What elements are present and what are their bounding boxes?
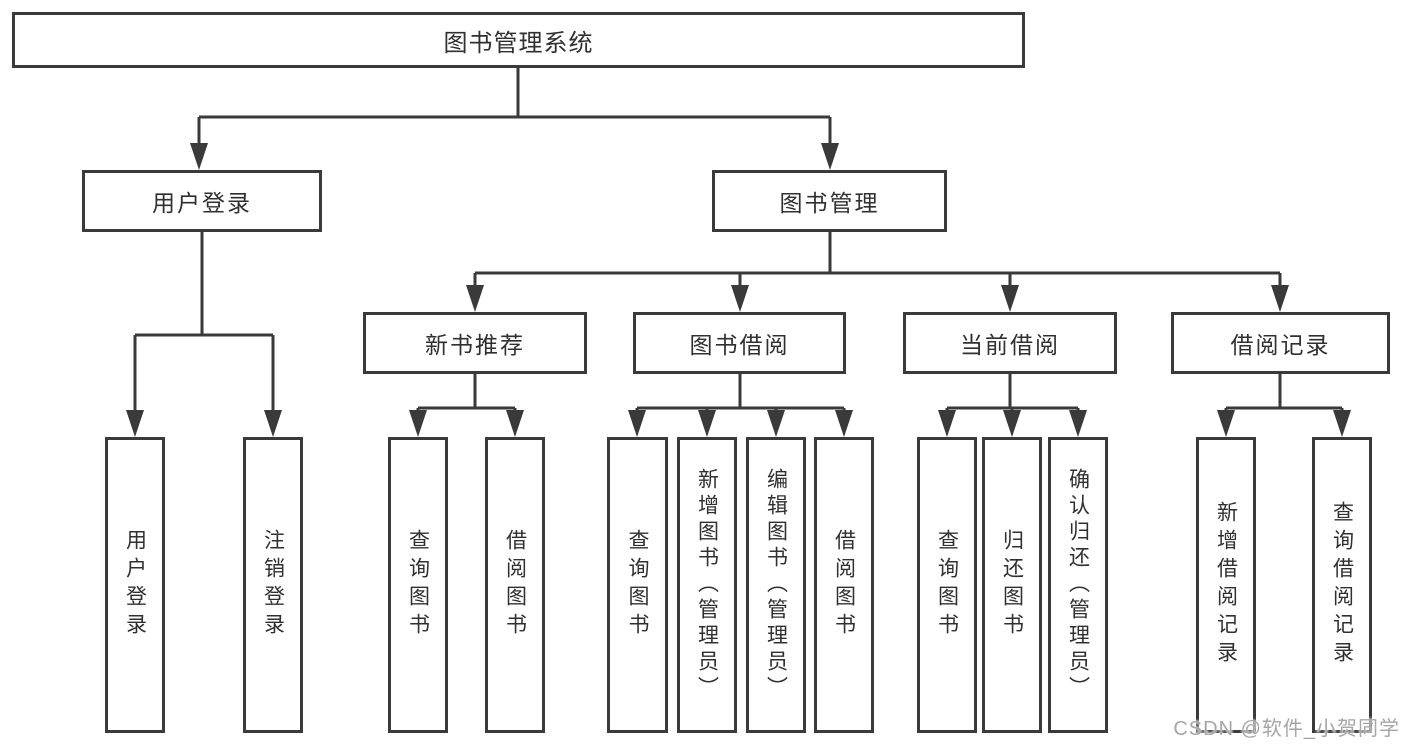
leaf-edit-books-admin: 编辑图书（管理员） [746,437,806,733]
leaf-confirm-return-admin: 确认归还（管理员） [1048,437,1108,733]
node-book-management: 图书管理 [712,170,947,232]
leaf-add-borrow-record: 新增借阅记录 [1196,437,1256,733]
leaf-recommend-borrow-books-label: 借阅图书 [503,529,527,641]
node-current-borrowing-label: 当前借阅 [960,332,1060,358]
node-current-borrowing: 当前借阅 [903,312,1117,374]
leaf-borrowing-query-books: 查询图书 [607,437,668,733]
leaf-add-books-admin-label: 新增图书（管理员） [695,468,719,702]
leaf-query-borrow-record: 查询借阅记录 [1312,437,1372,733]
leaf-current-query-books-label: 查询图书 [935,529,959,641]
arrowheads [126,143,1351,437]
leaf-return-books: 归还图书 [982,437,1042,733]
leaf-borrowing-query-books-label: 查询图书 [626,529,649,641]
connector-lines [133,68,1344,429]
leaf-user-login: 用户登录 [105,437,165,733]
node-library-system: 图书管理系统 [12,12,1025,68]
leaf-add-borrow-record-label: 新增借阅记录 [1214,501,1238,669]
leaf-return-books-label: 归还图书 [1000,529,1024,641]
node-user-login-group: 用户登录 [82,170,322,232]
leaf-logout: 注销登录 [243,437,303,733]
node-book-borrowing: 图书借阅 [633,312,846,374]
leaf-add-books-admin: 新增图书（管理员） [677,437,737,733]
node-user-login-group-label: 用户登录 [152,190,252,216]
leaf-borrow-books: 借阅图书 [814,437,874,733]
leaf-recommend-borrow-books: 借阅图书 [485,437,545,733]
watermark: CSDN @软件_小贺同学 [1173,718,1400,740]
leaf-user-login-label: 用户登录 [123,529,147,641]
node-book-management-label: 图书管理 [779,190,880,216]
leaf-current-query-books: 查询图书 [917,437,977,733]
leaf-confirm-return-admin-label: 确认归还（管理员） [1066,468,1090,702]
node-borrowing-records-label: 借阅记录 [1230,332,1331,358]
leaf-logout-label: 注销登录 [261,529,285,641]
node-new-book-recommendation: 新书推荐 [363,312,587,374]
node-book-borrowing-label: 图书借阅 [689,332,790,358]
leaf-recommend-query-books: 查询图书 [388,437,448,733]
leaf-recommend-query-books-label: 查询图书 [406,529,430,641]
node-borrowing-records: 借阅记录 [1171,312,1390,374]
leaf-query-borrow-record-label: 查询借阅记录 [1330,501,1354,669]
leaf-borrow-books-label: 借阅图书 [832,529,856,641]
leaf-edit-books-admin-label: 编辑图书（管理员） [764,468,788,702]
node-library-system-label: 图书管理系统 [443,29,594,57]
node-new-book-recommendation-label: 新书推荐 [425,332,525,358]
